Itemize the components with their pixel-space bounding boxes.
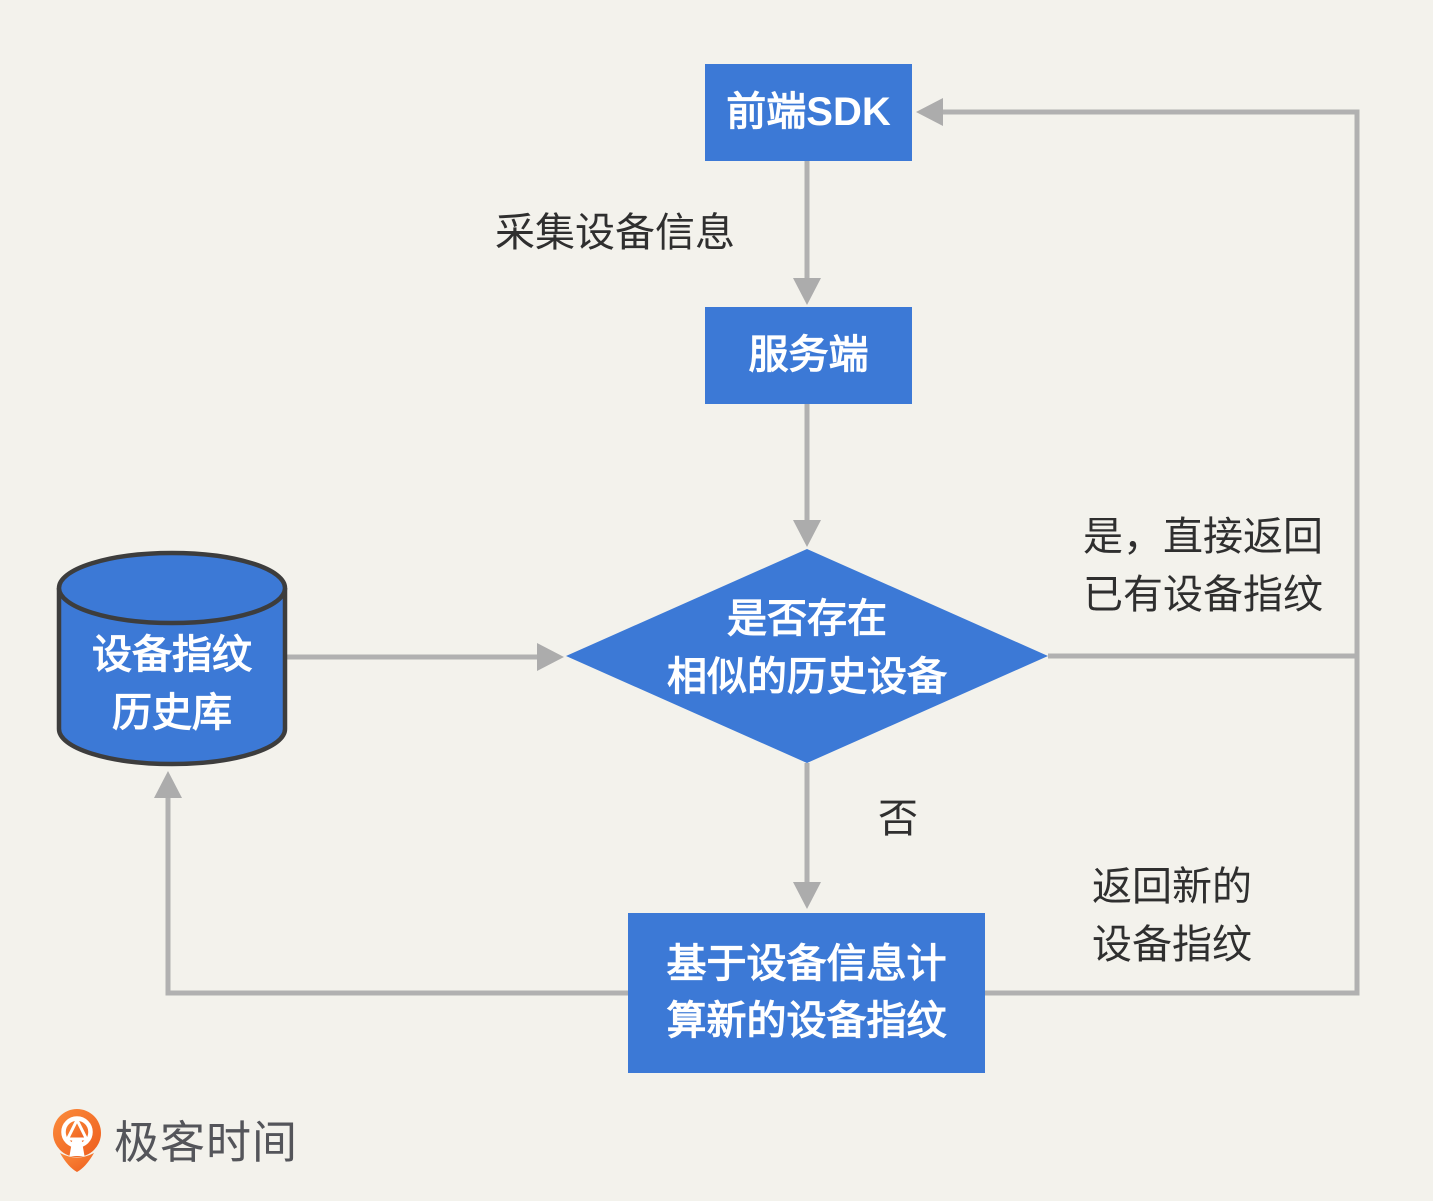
node-compute-fingerprint: 基于设备信息计 算新的设备指纹 <box>628 913 985 1073</box>
edge-label-collect-device-info: 采集设备信息 <box>495 211 735 255</box>
arrowhead-up-icon <box>154 771 182 798</box>
edge-label-return-new-line2: 设备指纹 <box>1092 923 1252 967</box>
decision-label: 是否存在 相似的历史设备 <box>607 590 1007 706</box>
node-server: 服务端 <box>705 307 912 404</box>
edge-label-return-new: 返回新的 设备指纹 <box>1092 858 1252 974</box>
edge-historydb-to-decision <box>285 643 564 671</box>
database-cylinder-shape <box>56 550 288 767</box>
edge-label-yes-branch: 是，直接返回 已有设备指纹 <box>1083 508 1323 624</box>
geektime-logo-icon <box>53 1108 101 1172</box>
edge-frontsdk-to-server <box>793 161 821 305</box>
history-db-label-line2: 历史库 <box>112 691 232 735</box>
arrowhead-right-icon <box>537 643 564 671</box>
node-compute-label-line2: 算新的设备指纹 <box>666 999 947 1043</box>
edge-return-to-frontsdk <box>916 98 1360 996</box>
edge-server-to-decision <box>793 404 821 547</box>
edge-label-yes-line2: 已有设备指纹 <box>1083 573 1323 617</box>
node-compute-label-line1: 基于设备信息计 <box>666 942 947 986</box>
decision-diamond-shape <box>566 549 1048 763</box>
decision-label-line2: 相似的历史设备 <box>667 655 947 699</box>
arrowhead-left-icon <box>916 98 943 126</box>
edge-decision-to-compute <box>793 763 821 909</box>
node-front-sdk-label: 前端SDK <box>726 90 891 134</box>
history-db-label: 设备指纹 历史库 <box>59 626 285 742</box>
decision-label-line1: 是否存在 <box>727 597 887 641</box>
edge-label-return-new-line1: 返回新的 <box>1092 865 1252 909</box>
geektime-logo-text: 极客时间 <box>114 1117 299 1168</box>
arrowhead-down-icon <box>793 278 821 305</box>
arrowhead-down-icon <box>793 882 821 909</box>
node-server-label: 服务端 <box>748 333 869 377</box>
history-db-label-line1: 设备指纹 <box>92 633 252 677</box>
edge-label-no-branch: 否 <box>878 797 918 841</box>
node-front-sdk: 前端SDK <box>705 64 912 161</box>
edge-compute-to-historydb <box>154 771 628 996</box>
geektime-logo: 极客时间 <box>52 1106 298 1175</box>
arrowhead-down-icon <box>793 520 821 547</box>
edge-label-yes-line1: 是，直接返回 <box>1083 515 1323 559</box>
